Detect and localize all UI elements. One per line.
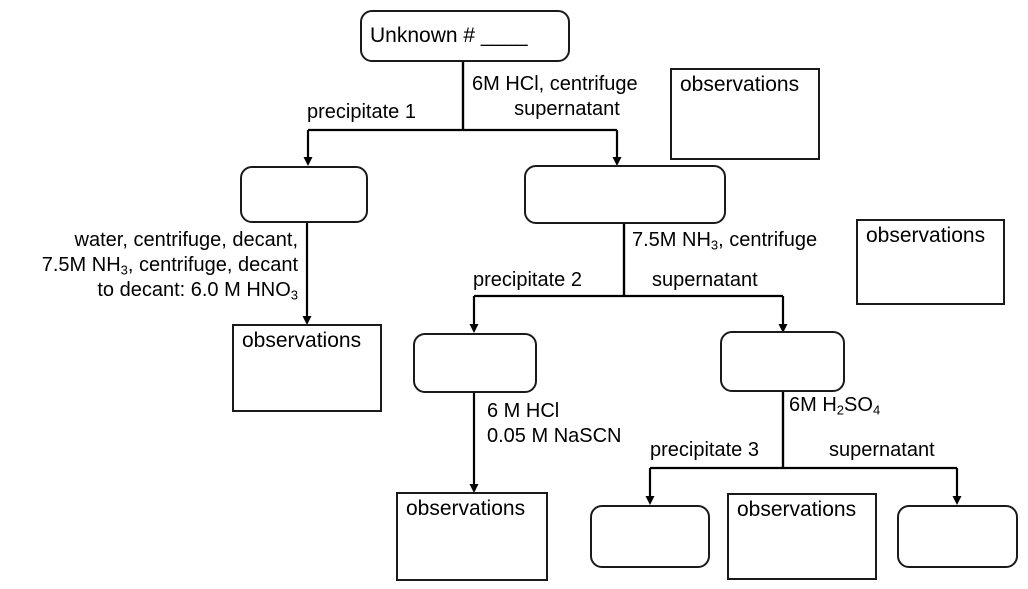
unknown-sample-label: Unknown # ____ [370,23,528,47]
supernatant1-box[interactable] [524,165,726,224]
step2-reagent-label: 7.5M NH3, centrifuge [632,229,818,253]
left-branch-line1: water, centrifuge, decant, [74,229,298,251]
left-branch-line3: to decant: 6.0 M HNO3 [97,279,298,303]
observations-label: observations [866,224,986,247]
step1-reagent-label: 6M HCl, centrifuge supernatant [472,72,662,122]
observations-label: observations [737,498,857,521]
step3a-reagent-line1: 6 M HCl [487,400,560,422]
step3b-branch-right-label: supernatant [829,439,935,461]
left-branch-reagent-label: water, centrifuge, decant, 7.5M NH3, cen… [0,228,298,303]
observations-box-bottom-right[interactable]: observations [727,493,877,580]
observations-box-mid-right[interactable]: observations [856,219,1005,305]
supernatant2-box[interactable] [720,331,845,392]
step3b-reagent-label: 6M H2SO4 [789,394,881,418]
step3a-reagent-line2: 0.05 M NaSCN [487,425,622,447]
unknown-sample-box[interactable]: Unknown # ____ [360,10,570,62]
step1-reagent-line1: 6M HCl, centrifuge [472,73,638,95]
precipitate1-box[interactable] [240,166,368,223]
step2-branch-right-label: supernatant [652,269,758,291]
observations-box-top-right[interactable]: observations [670,68,820,160]
precipitate3-box[interactable] [590,505,710,568]
observations-label: observations [680,73,800,96]
observations-label: observations [242,329,362,352]
observations-label: observations [406,497,526,520]
observations-box-bottom-mid[interactable]: observations [396,492,548,581]
step1-branch-left-label: precipitate 1 [307,101,416,123]
step3a-reagent-label: 6 M HCl 0.05 M NaSCN [487,399,622,449]
precipitate2-box[interactable] [413,333,537,393]
step1-reagent-line2: supernatant [514,98,620,120]
supernatant3-box[interactable] [897,505,1018,568]
step2-branch-left-label: precipitate 2 [473,269,582,291]
observations-box-left[interactable]: observations [232,324,382,412]
left-branch-line2: 7.5M NH3, centrifuge, decant [41,254,298,278]
step3b-branch-left-label: precipitate 3 [650,439,759,461]
